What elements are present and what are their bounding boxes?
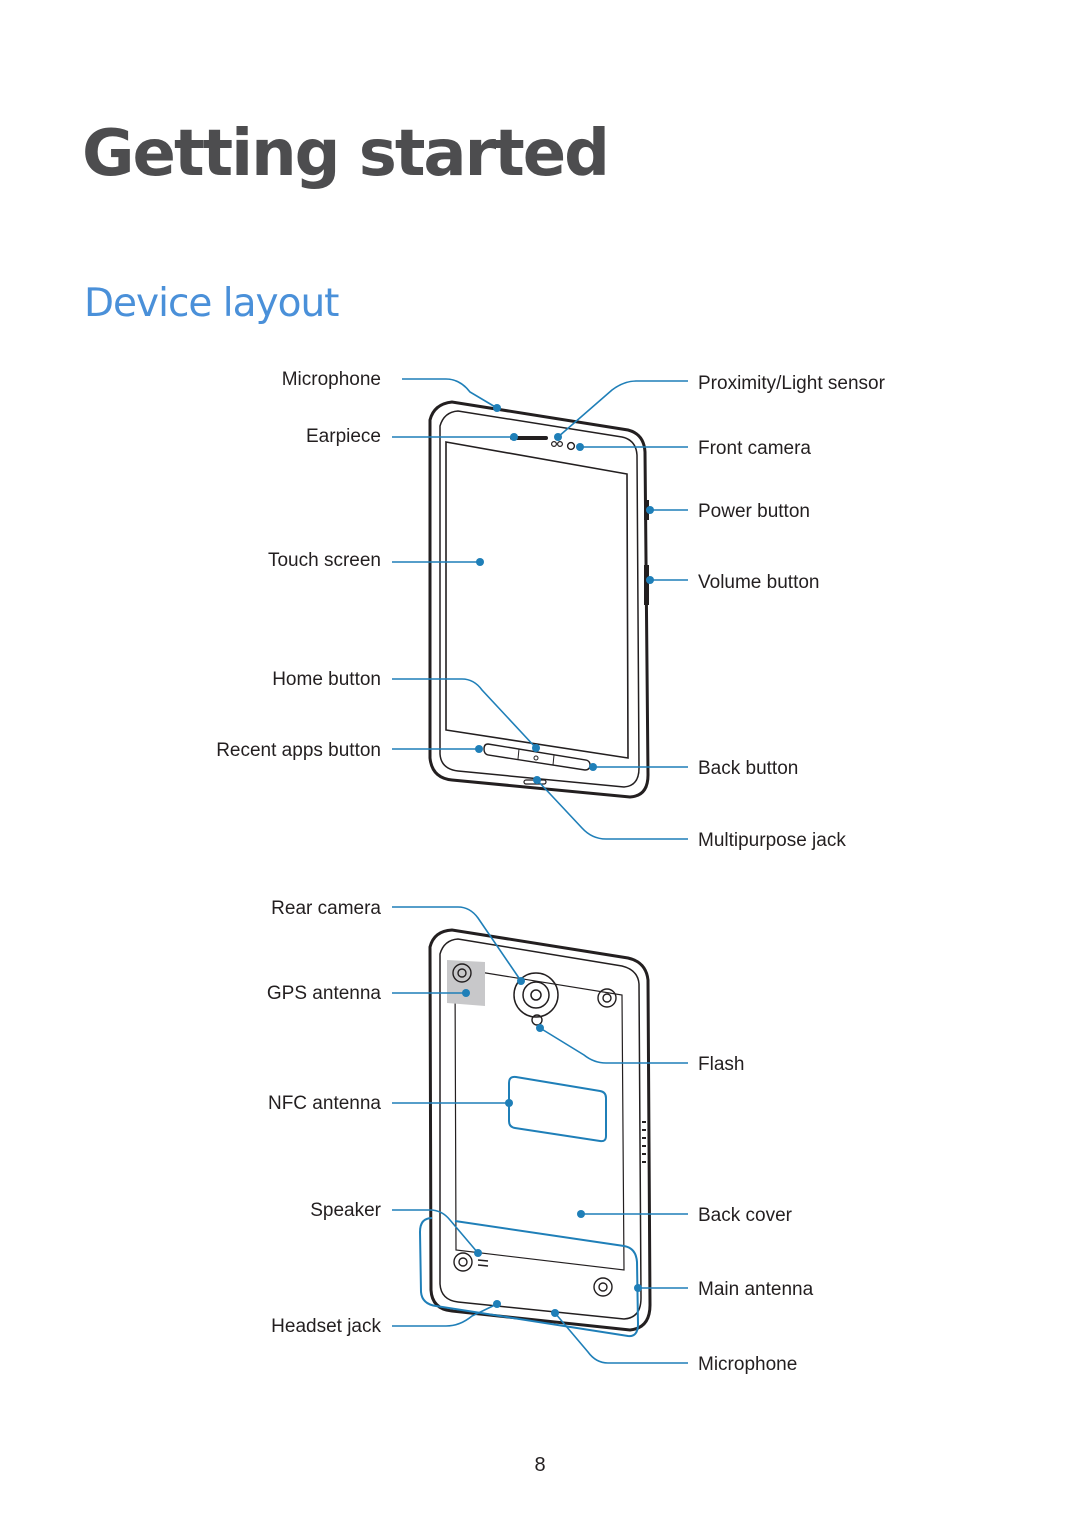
label-recent-apps-button: Recent apps button [216,740,381,761]
back-device-illustration [418,928,652,1338]
corner-screws [452,963,617,1297]
label-earpiece: Earpiece [306,426,381,447]
main-antenna-area [418,1217,640,1338]
label-back-cover: Back cover [698,1205,793,1226]
label-main-antenna: Main antenna [698,1279,814,1300]
front-screen [445,441,629,759]
label-microphone-top: Microphone [282,369,381,390]
label-speaker: Speaker [310,1200,381,1221]
label-proximity-light-sensor: Proximity/Light sensor [698,373,886,394]
label-microphone-bottom: Microphone [698,1354,797,1375]
nfc-area [508,1075,607,1143]
label-power-button: Power button [698,501,810,522]
page-title: Getting started [82,117,610,191]
front-device-illustration [428,400,650,799]
label-gps-antenna: GPS antenna [267,983,382,1004]
label-back-button: Back button [698,758,798,779]
back-callouts [392,906,688,1364]
label-nfc-antenna: NFC antenna [268,1093,381,1114]
page-number: 8 [534,1454,546,1476]
label-headset-jack: Headset jack [271,1316,381,1337]
side-grille [642,1121,646,1163]
label-flash: Flash [698,1054,744,1075]
label-multipurpose-jack: Multipurpose jack [698,830,846,851]
rear-camera-shape [513,972,559,1018]
flash-shape [531,1014,543,1026]
label-home-button: Home button [272,669,381,690]
section-title: Device layout [84,281,339,326]
speaker-slits [477,1259,489,1267]
label-volume-button: Volume button [698,572,819,593]
earpiece-slot [510,436,548,440]
label-front-camera: Front camera [698,438,811,459]
volume-key-shape [644,565,649,605]
label-rear-camera: Rear camera [271,898,381,919]
label-touch-screen: Touch screen [268,550,381,571]
front-callouts [392,378,688,840]
gps-panel [447,960,485,1006]
